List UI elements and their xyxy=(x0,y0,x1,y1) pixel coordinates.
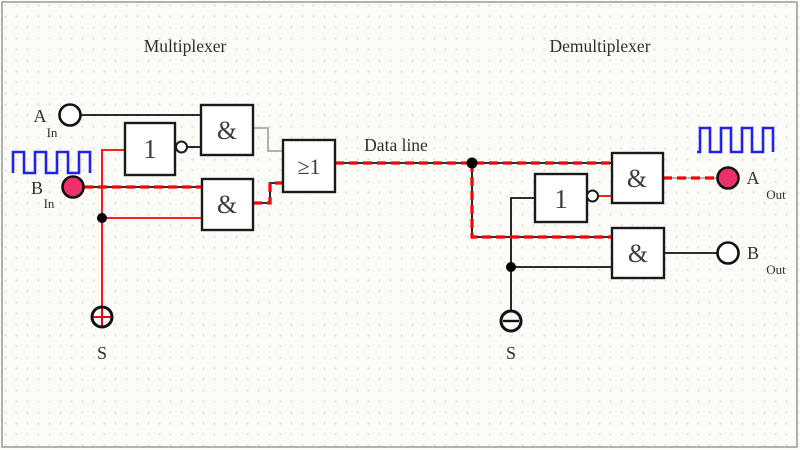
input-b-sub-label: In xyxy=(44,196,55,211)
mux-not-gate-box xyxy=(123,121,177,177)
mux-title: Multiplexer xyxy=(144,36,227,56)
mux-not-gate: 1 xyxy=(123,121,188,177)
mux-select-switch[interactable] xyxy=(90,305,114,329)
junction-dot xyxy=(97,213,107,223)
dash-data-branch xyxy=(470,163,612,239)
output-a-label: A xyxy=(747,168,760,188)
output-a-square-wave-icon xyxy=(697,126,775,154)
red-wires xyxy=(101,149,612,327)
demux-not-gate: 1 xyxy=(533,172,599,224)
output-a-sub-label: Out xyxy=(766,187,786,202)
input-a-terminal[interactable] xyxy=(58,103,82,127)
demux-title: Demultiplexer xyxy=(549,36,650,56)
wire-mux-select xyxy=(101,149,125,327)
active-signal-dashes xyxy=(84,161,717,239)
mux-and-gate-bottom-box xyxy=(200,177,255,232)
data-line-label: Data line xyxy=(364,135,428,155)
mux-and-gate-bottom: & xyxy=(200,177,255,232)
wire-mux-and-a-out xyxy=(253,127,283,152)
output-b-sub-label: Out xyxy=(766,262,786,277)
plus-state-icon xyxy=(92,306,112,328)
demux-and-gate-bottom-label: & xyxy=(628,239,648,268)
inverter-bubble xyxy=(175,140,188,154)
input-b-square-wave-icon xyxy=(11,150,92,175)
output-a-terminal xyxy=(716,166,740,190)
output-b-terminal xyxy=(716,241,740,265)
junction-dot xyxy=(506,262,516,272)
demux-and-gate-top-label: & xyxy=(627,164,647,193)
mux-and-gate-top: & xyxy=(199,103,255,157)
input-a-sub-label: In xyxy=(47,125,58,140)
mux-not-gate-label: 1 xyxy=(143,134,157,164)
demux-select-switch[interactable] xyxy=(499,309,523,333)
mux-and-gate-top-label: & xyxy=(217,116,237,145)
output-b-label: B xyxy=(747,243,759,263)
demux-and-gate-top: & xyxy=(610,151,665,205)
mux-select-label: S xyxy=(97,343,107,363)
demux-and-gate-top-box xyxy=(610,151,665,205)
input-b-terminal[interactable] xyxy=(61,175,85,199)
demux-and-gate-bottom: & xyxy=(610,226,666,280)
mux-and-gate-top-box xyxy=(199,103,255,157)
inverter-bubble xyxy=(586,189,599,203)
wire-mux-and-to-or-base xyxy=(253,182,283,204)
mux-or-gate: ≥1 xyxy=(281,138,337,194)
mux-or-gate-label: ≥1 xyxy=(297,154,320,179)
demux-not-gate-label: 1 xyxy=(554,184,568,214)
input-b-label: B xyxy=(31,178,43,198)
mux-and-gate-bottom-label: & xyxy=(217,190,237,219)
demux-not-gate-box xyxy=(533,172,589,224)
wire-demux-select xyxy=(510,197,535,311)
mux-or-gate-box xyxy=(281,138,337,194)
junction-dot xyxy=(466,157,478,169)
switch-ring xyxy=(499,309,523,333)
dash-mux-and-to-or xyxy=(253,181,283,205)
input-a-label: A xyxy=(34,106,47,126)
switch-ring xyxy=(90,305,114,329)
demux-select-label: S xyxy=(506,343,516,363)
demux-and-gate-bottom-box xyxy=(610,226,666,280)
